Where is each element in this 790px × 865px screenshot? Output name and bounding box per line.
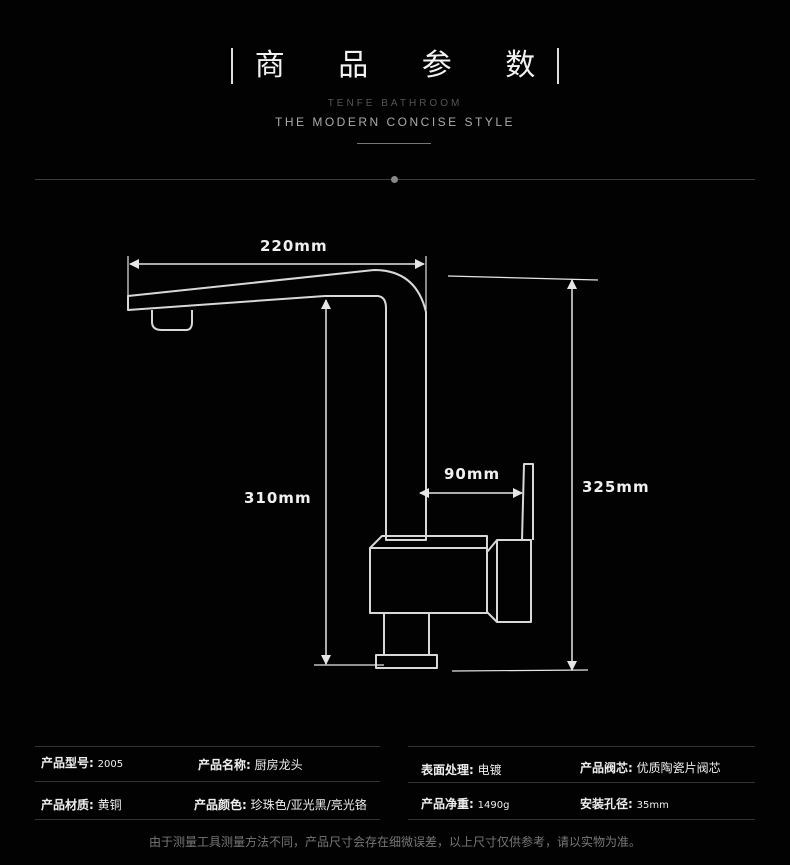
spec-name: 产品名称: 厨房龙头 <box>198 758 303 772</box>
spout-body <box>127 269 427 541</box>
spec-weight: 产品净重: 1490g <box>421 797 510 811</box>
aerator <box>151 310 193 331</box>
dim-310-label: 310mm <box>244 489 312 507</box>
spec-line-top-right <box>408 746 755 747</box>
spec-hole: 安装孔径: 35mm <box>580 797 669 811</box>
spec-line-bottom-left <box>35 819 380 820</box>
spec-color: 产品颜色: 珍珠色/亚光黑/亮光铬 <box>194 798 367 812</box>
spec-material: 产品材质: 黄铜 <box>41 798 122 812</box>
handle-lever <box>521 463 534 541</box>
spec-model: 产品型号: 2005 <box>41 756 124 770</box>
spec-valve: 产品阀芯: 优质陶瓷片阀芯 <box>580 761 721 775</box>
divider-dot <box>391 176 398 183</box>
stem <box>383 613 430 656</box>
brand-subtitle: TENFE BATHROOM <box>327 98 463 109</box>
spec-line-top-left <box>35 746 380 747</box>
faucet-dimension-diagram: 220mm 310mm 90mm 325mm <box>127 237 650 672</box>
spec-surface: 表面处理: 电镀 <box>421 763 502 777</box>
page-title: 商 品 参 数 <box>230 48 560 84</box>
spec-line-bottom-right <box>408 819 755 820</box>
dim-325-ext-top <box>447 275 599 281</box>
footnote: 由于测量工具测量方法不同，产品尺寸会存在细微误差，以上尺寸仅供参考，请以实物为准… <box>148 835 641 849</box>
dim-325-ext-bottom <box>451 669 589 672</box>
spec-line-mid-left <box>35 781 380 782</box>
header: 商 品 参 数 TENFE BATHROOM THE MODERN CONCIS… <box>0 0 790 150</box>
dim-325-label: 325mm <box>582 478 650 496</box>
base-plate <box>375 654 438 669</box>
spec-table: 产品型号: 2005 产品名称: 厨房龙头 表面处理: 电镀 产品阀芯: 优质陶… <box>35 740 755 820</box>
title-underline <box>357 143 431 144</box>
dim-220-label: 220mm <box>260 237 328 255</box>
tagline-subtitle: THE MODERN CONCISE STYLE <box>274 115 516 129</box>
spec-line-mid-right <box>408 782 755 783</box>
dim-90-label: 90mm <box>444 465 500 483</box>
title-wrap: 商 品 参 数 <box>0 48 790 84</box>
faucet-outline <box>127 269 534 669</box>
handle-block <box>486 539 532 623</box>
